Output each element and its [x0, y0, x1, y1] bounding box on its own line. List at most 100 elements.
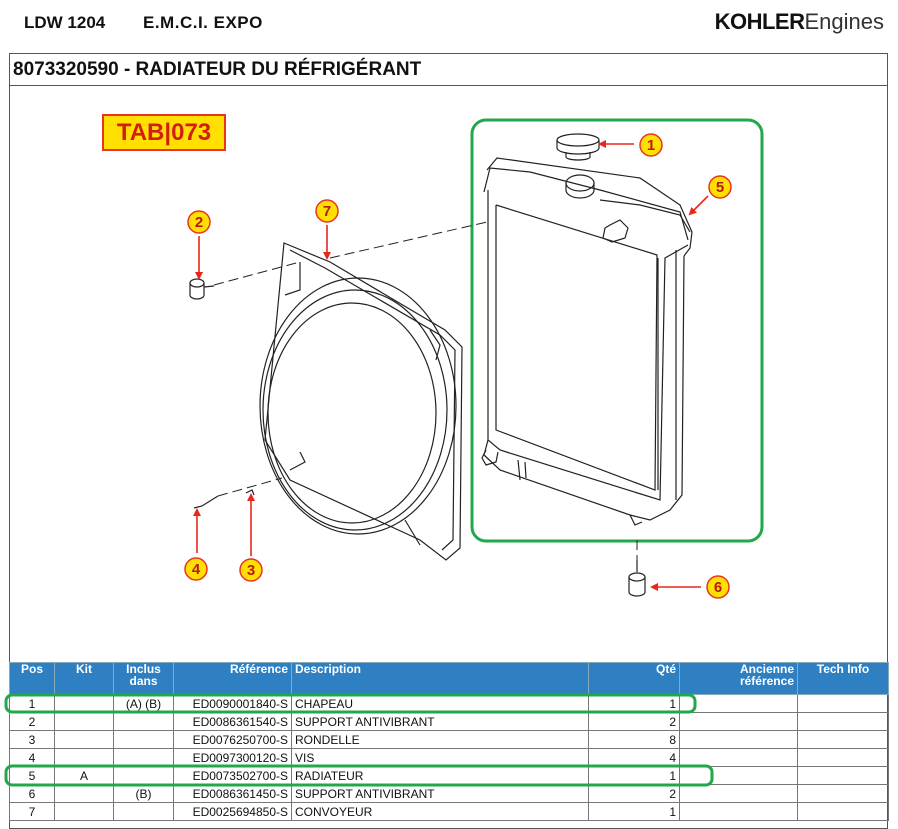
cell-description: VIS	[291, 748, 589, 767]
cell-qte: 1	[588, 694, 680, 713]
callout-4-label: 4	[192, 561, 201, 578]
title-row: 8073320590 - RADIATEUR DU RÉFRIGÉRANT	[9, 53, 888, 86]
brand-name: KOHLER	[714, 9, 805, 34]
cell-pos: 3	[9, 730, 55, 749]
radiator-drawing	[481, 157, 693, 526]
cell-inclus	[113, 802, 174, 821]
table-row[interactable]: 2 ED0086361540-S SUPPORT ANTIVIBRANT 2	[9, 712, 889, 731]
table-row[interactable]: 4 ED0097300120-S VIS 4	[9, 748, 889, 767]
cell-ancienne	[679, 766, 798, 785]
callout-6: 6	[706, 575, 730, 599]
cell-description: RONDELLE	[291, 730, 589, 749]
cell-kit	[54, 694, 114, 713]
radiator-highlight-box	[470, 118, 764, 543]
table-header-row: Pos Kit Inclus dans Référence Descriptio…	[9, 662, 889, 695]
cell-reference: ED0086361450-S	[173, 784, 292, 803]
callout-2: 2	[187, 210, 211, 234]
cell-qte: 2	[588, 784, 680, 803]
cell-inclus	[113, 712, 174, 731]
table-row[interactable]: 6 (B) ED0086361450-S SUPPORT ANTIVIBRANT…	[9, 784, 889, 803]
cell-reference: ED0025694850-S	[173, 802, 292, 821]
cell-pos: 5	[9, 766, 55, 785]
fan-shroud-drawing	[259, 242, 463, 561]
dashed-leader-lines	[213, 221, 638, 560]
cell-tech	[797, 748, 889, 767]
col-header-qte: Qté	[588, 662, 680, 695]
cell-pos: 1	[9, 694, 55, 713]
callout-7-label: 7	[323, 203, 331, 220]
engine-series: E.M.C.I. EXPO	[143, 13, 263, 32]
page-header: LDW 1204 E.M.C.I. EXPO KOHLEREngines	[0, 0, 898, 50]
cell-ancienne	[679, 694, 798, 713]
cell-ancienne	[679, 712, 798, 731]
cell-kit	[54, 784, 114, 803]
engine-model: LDW 1204	[24, 13, 106, 32]
cell-pos: 6	[9, 784, 55, 803]
cell-ancienne	[679, 784, 798, 803]
col-header-inclus: Inclus dans	[113, 662, 174, 695]
small-parts-drawing	[189, 278, 646, 597]
cell-description: SUPPORT ANTIVIBRANT	[291, 784, 589, 803]
cell-kit	[54, 748, 114, 767]
callout-6-label: 6	[714, 579, 722, 596]
callout-1-label: 1	[647, 137, 655, 154]
cell-tech	[797, 694, 889, 713]
col-header-kit: Kit	[54, 662, 114, 695]
cell-ancienne	[679, 802, 798, 821]
cell-inclus	[113, 730, 174, 749]
cell-pos: 7	[9, 802, 55, 821]
col-header-description: Description	[291, 662, 589, 695]
tab-label: TAB|073	[102, 114, 226, 151]
cell-reference: ED0073502700-S	[173, 766, 292, 785]
callout-4: 4	[184, 557, 208, 581]
cell-inclus	[113, 748, 174, 767]
brand-suffix: Engines	[804, 9, 884, 34]
cell-description: RADIATEUR	[291, 766, 589, 785]
cell-kit	[54, 802, 114, 821]
cell-inclus: (B)	[113, 784, 174, 803]
page-title: 8073320590 - RADIATEUR DU RÉFRIGÉRANT	[13, 59, 422, 80]
col-header-tech: Tech Info	[797, 662, 889, 695]
cell-kit: A	[54, 766, 114, 785]
cell-tech	[797, 766, 889, 785]
table-row[interactable]: 7 ED0025694850-S CONVOYEUR 1	[9, 802, 889, 821]
cell-reference: ED0076250700-S	[173, 730, 292, 749]
cell-reference: ED0090001840-S	[173, 694, 292, 713]
cell-qte: 2	[588, 712, 680, 731]
cell-ancienne	[679, 748, 798, 767]
callout-arrows	[193, 140, 709, 591]
cell-kit	[54, 712, 114, 731]
cell-qte: 8	[588, 730, 680, 749]
cell-reference: ED0086361540-S	[173, 712, 292, 731]
radiator-cap-drawing	[556, 133, 600, 161]
cell-description: SUPPORT ANTIVIBRANT	[291, 712, 589, 731]
cell-description: CHAPEAU	[291, 694, 589, 713]
col-header-reference: Référence	[173, 662, 292, 695]
cell-inclus	[113, 766, 174, 785]
callout-3: 3	[239, 558, 263, 582]
cell-qte: 1	[588, 802, 680, 821]
cell-qte: 1	[588, 766, 680, 785]
cell-tech	[797, 712, 889, 731]
cell-tech	[797, 802, 889, 821]
cell-tech	[797, 730, 889, 749]
brand-logo: KOHLEREngines	[715, 9, 884, 35]
callout-3-label: 3	[247, 562, 255, 579]
callout-1: 1	[639, 133, 663, 157]
cell-inclus: (A) (B)	[113, 694, 174, 713]
cell-tech	[797, 784, 889, 803]
cell-pos: 2	[9, 712, 55, 731]
cell-description: CONVOYEUR	[291, 802, 589, 821]
callout-5: 5	[708, 175, 732, 199]
table-row[interactable]: 1 (A) (B) ED0090001840-S CHAPEAU 1	[9, 694, 889, 713]
cell-kit	[54, 730, 114, 749]
col-header-ancienne: Ancienne référence	[679, 662, 798, 695]
cell-pos: 4	[9, 748, 55, 767]
callout-5-label: 5	[716, 179, 724, 196]
table-row[interactable]: 5 A ED0073502700-S RADIATEUR 1	[9, 766, 889, 785]
cell-qte: 4	[588, 748, 680, 767]
col-header-pos: Pos	[9, 662, 55, 695]
cell-ancienne	[679, 730, 798, 749]
table-row[interactable]: 3 ED0076250700-S RONDELLE 8	[9, 730, 889, 749]
